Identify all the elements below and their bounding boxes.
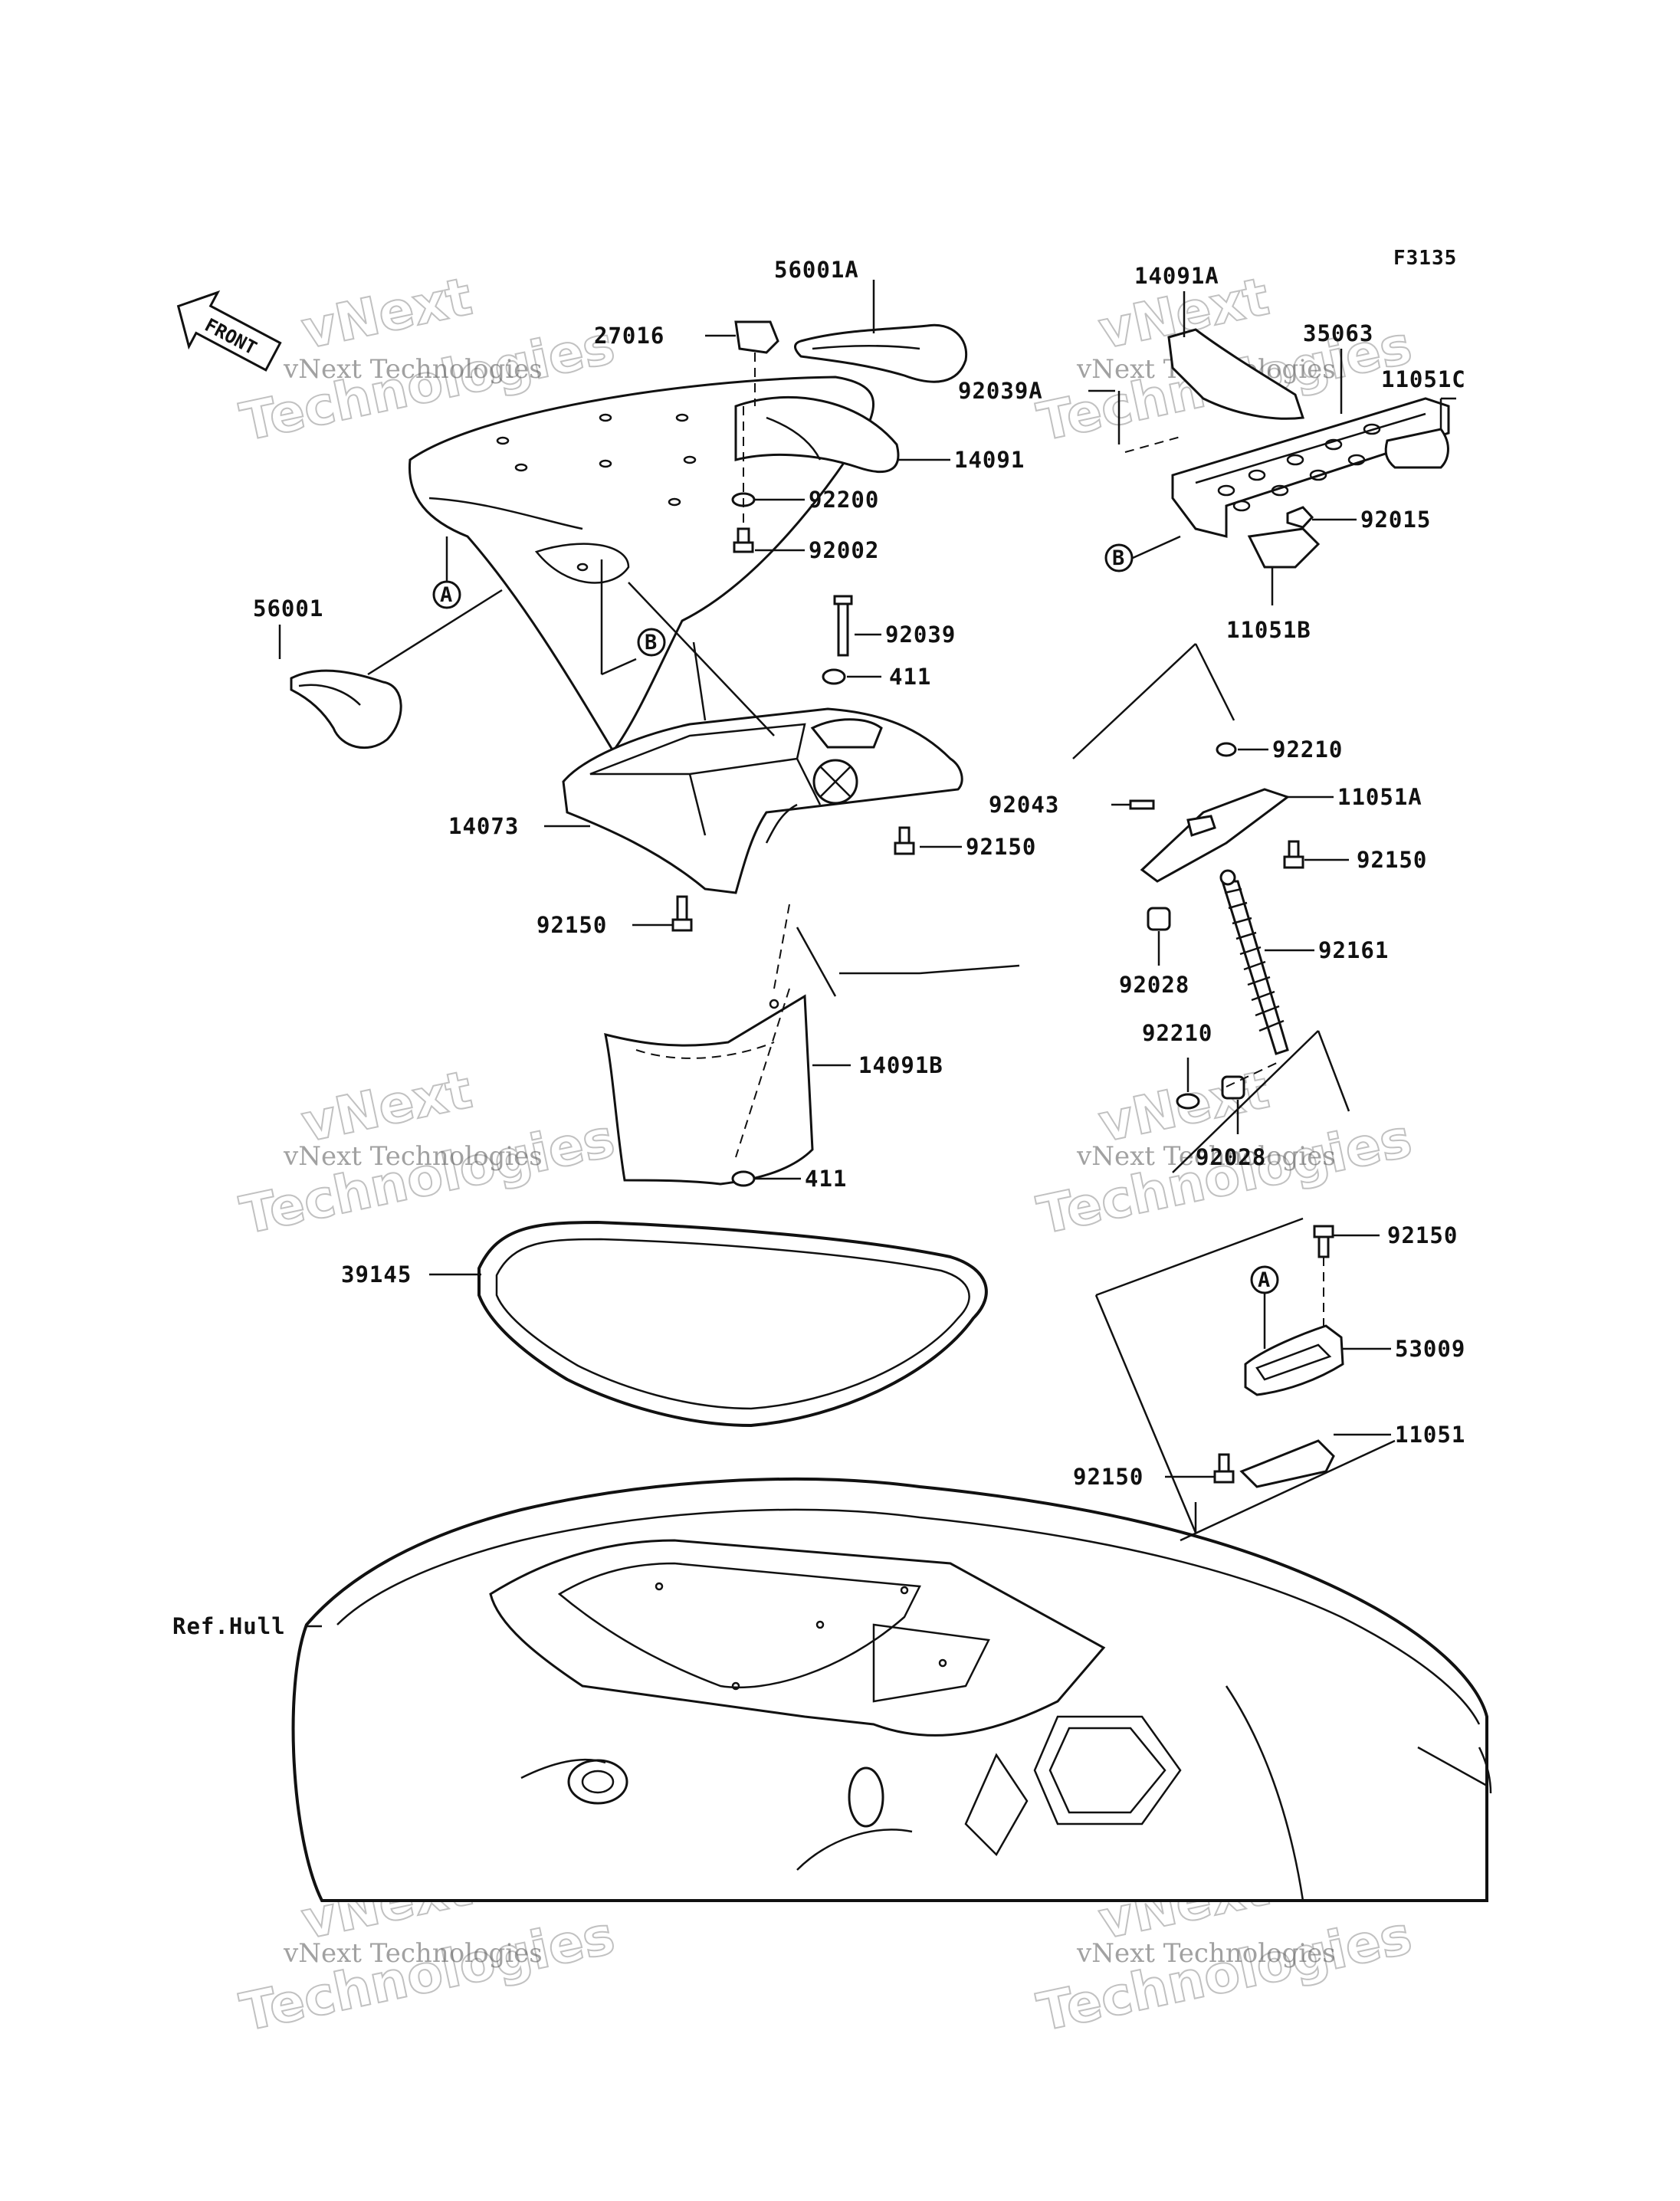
bracket-group-right: B: [1088, 291, 1456, 605]
label-92015: 92015: [1360, 507, 1431, 533]
label-92028-lower: 92028: [1196, 1144, 1266, 1170]
label-92150-b: 92150: [536, 912, 607, 938]
bolt-92150-a: [894, 826, 962, 855]
grommet-411-upper: [822, 668, 881, 685]
callout-a-left: A: [367, 536, 503, 676]
bolt-92002: [733, 527, 805, 553]
label-92002: 92002: [809, 537, 879, 563]
figure-code: F3135: [1393, 247, 1457, 270]
watermark-mid-left: vNext Technologies vNext Technologies: [235, 1059, 621, 1248]
gasket-39145: [429, 1220, 988, 1428]
label-14091: 14091: [954, 447, 1025, 473]
svg-text:vNext Technologies: vNext Technologies: [283, 354, 543, 385]
label-56001A: 56001A: [774, 257, 859, 283]
label-53009: 53009: [1395, 1336, 1465, 1362]
label-ref-hull: Ref.Hull: [172, 1613, 286, 1639]
label-92028-upper: 92028: [1119, 972, 1189, 998]
label-411-lower: 411: [805, 1166, 847, 1192]
label-92200: 92200: [809, 487, 879, 513]
label-14091B: 14091B: [858, 1052, 943, 1078]
svg-text:B: B: [1112, 546, 1124, 570]
front-arrow-icon: FRONT: [176, 290, 282, 372]
label-35063: 35063: [1303, 320, 1373, 346]
panel-14091B: [604, 904, 1020, 1186]
seat-cover-upper: [408, 376, 900, 753]
label-14073: 14073: [448, 813, 519, 839]
svg-text:vNext Technologies: vNext Technologies: [283, 1938, 543, 1969]
spring-92161-icon: [1219, 869, 1289, 1055]
grab-handle-56001: [278, 625, 402, 750]
label-56001: 56001: [253, 595, 323, 622]
label-27016: 27016: [594, 323, 664, 349]
svg-text:vNext Technologies: vNext Technologies: [1076, 1141, 1336, 1172]
label-92210-lower: 92210: [1142, 1020, 1212, 1046]
label-92043: 92043: [989, 792, 1059, 818]
label-92161: 92161: [1318, 937, 1389, 963]
label-11051B: 11051B: [1226, 617, 1311, 643]
label-39145: 39145: [341, 1261, 412, 1287]
clip-27016: [705, 320, 779, 406]
svg-text:A: A: [440, 583, 452, 607]
svg-text:A: A: [1258, 1268, 1270, 1292]
label-11051C: 11051C: [1381, 366, 1466, 392]
svg-text:B: B: [645, 631, 657, 654]
svg-text:vNext Technologies: vNext Technologies: [1076, 1938, 1336, 1969]
spring-group-right: [1072, 643, 1350, 1173]
pin-92039: [833, 595, 881, 657]
label-92210-upper: 92210: [1272, 736, 1343, 763]
bolt-92150-b: [632, 895, 693, 932]
label-92150-c: 92150: [1357, 847, 1427, 873]
latch-group-right: A: [1094, 1217, 1396, 1542]
label-92150-e: 92150: [1073, 1464, 1144, 1490]
label-411-upper: 411: [889, 664, 931, 690]
svg-text:vNext Technologies: vNext Technologies: [283, 1141, 543, 1172]
callout-b-left: B: [600, 559, 666, 676]
label-92150-a: 92150: [966, 834, 1036, 860]
label-92150-d: 92150: [1387, 1222, 1458, 1248]
grommet-411-lower: [731, 1170, 801, 1187]
storage-box-14073: [544, 582, 963, 894]
svg-text:vNext: vNext: [297, 267, 477, 362]
part-labels: 56001A 27016 14091 92200 92002 56001 920…: [172, 257, 1466, 1639]
label-11051A: 11051A: [1337, 784, 1422, 810]
label-92039A: 92039A: [958, 378, 1043, 404]
label-14091A: 14091A: [1134, 263, 1219, 289]
label-11051: 11051: [1395, 1422, 1465, 1448]
label-92039: 92039: [885, 622, 956, 648]
grab-handle-56001A: [794, 280, 968, 383]
hull-reference: [291, 1478, 1492, 1902]
